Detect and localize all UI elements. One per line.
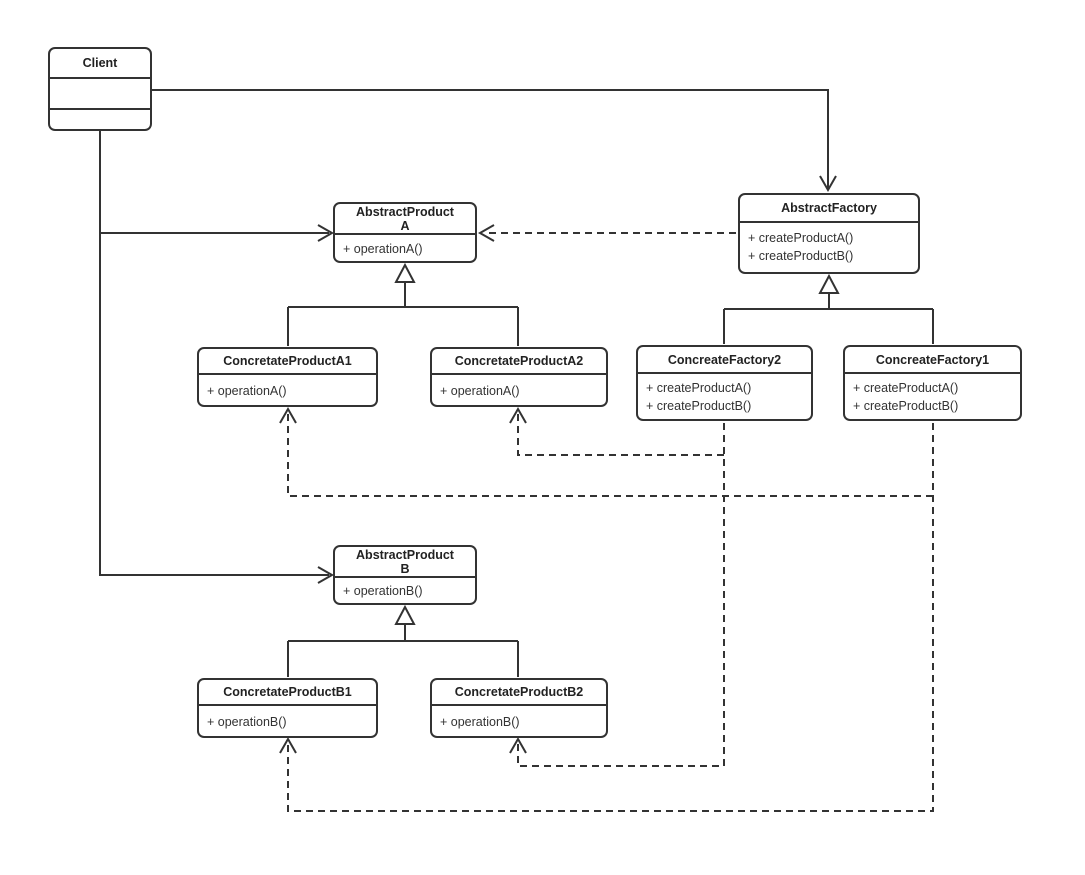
class-box-concretateproductb1: ConcretateProductB1 + operationB() [197, 678, 378, 738]
attributes-compartment [50, 79, 150, 110]
class-name: ConcretateProductA2 [432, 349, 606, 375]
association-client-to-products [99, 131, 335, 584]
class-box-client: Client [48, 47, 152, 131]
methods-compartment: + createProductA() + createProductB() [845, 374, 1020, 415]
inheritance-triangle-icon [394, 604, 416, 625]
methods-compartment: + operationB() [335, 578, 475, 600]
arrow-up-icon [279, 736, 297, 754]
class-method: + createProductA() [748, 231, 854, 245]
class-method: + operationB() [207, 715, 287, 729]
class-name: AbstractFactory [740, 195, 918, 223]
class-method: + operationA() [207, 384, 287, 398]
class-name: ConcreateFactory1 [845, 347, 1020, 374]
class-method: + operationA() [440, 384, 520, 398]
class-box-abstractfactory: AbstractFactory + createProductA() + cre… [738, 193, 920, 274]
class-name: ConcreateFactory2 [638, 347, 811, 374]
class-method: + operationA() [343, 242, 423, 256]
class-name: Client [50, 49, 150, 79]
methods-compartment: + operationB() [199, 706, 376, 731]
class-box-concretateproductb2: ConcretateProductB2 + operationB() [430, 678, 608, 738]
methods-compartment: + operationB() [432, 706, 606, 731]
class-box-concreatefactory2: ConcreateFactory2 + createProductA() + c… [636, 345, 813, 421]
class-method: + createProductB() [853, 399, 959, 413]
dependency-factory2-to-products [509, 406, 725, 767]
methods-compartment: + operationA() [199, 375, 376, 400]
arrow-up-icon [509, 406, 527, 424]
arrow-right-icon [317, 224, 335, 242]
arrow-down-icon [819, 175, 837, 193]
arrow-left-icon [477, 224, 495, 242]
class-box-concreatefactory1: ConcreateFactory1 + createProductA() + c… [843, 345, 1022, 421]
dependency-abstractfactory-to-abstractproducta [477, 224, 736, 242]
methods-compartment: + operationA() [432, 375, 606, 400]
inheritance-products-b [287, 604, 519, 677]
methods-compartment: + createProductA() + createProductB() [638, 374, 811, 415]
arrow-right-icon [317, 566, 335, 584]
inheritance-factories [723, 273, 934, 344]
methods-compartment: + operationA() [335, 235, 475, 258]
class-method: + createProductB() [748, 249, 854, 263]
class-method: + createProductB() [646, 399, 752, 413]
class-name: ConcretateProductB1 [199, 680, 376, 706]
class-name: AbstractProduct A [335, 204, 475, 235]
class-method: + createProductA() [853, 381, 959, 395]
arrow-up-icon [509, 736, 527, 754]
class-name: AbstractProduct B [335, 547, 475, 578]
class-method: + operationB() [440, 715, 520, 729]
class-name: ConcretateProductB2 [432, 680, 606, 706]
class-box-abstractproductb: AbstractProduct B + operationB() [333, 545, 477, 605]
methods-compartment: + createProductA() + createProductB() [740, 223, 918, 265]
class-method: + operationB() [343, 584, 423, 598]
inheritance-triangle-icon [394, 262, 416, 283]
association-client-to-abstractfactory [152, 89, 837, 193]
class-name: ConcretateProductA1 [199, 349, 376, 375]
class-box-concretateproducta2: ConcretateProductA2 + operationA() [430, 347, 608, 407]
dependency-factory1-to-products [279, 406, 934, 812]
inheritance-products-a [287, 262, 519, 346]
class-method: + createProductA() [646, 381, 752, 395]
class-box-concretateproducta1: ConcretateProductA1 + operationA() [197, 347, 378, 407]
arrow-up-icon [279, 406, 297, 424]
inheritance-triangle-icon [818, 273, 840, 294]
class-box-abstractproducta: AbstractProduct A + operationA() [333, 202, 477, 263]
